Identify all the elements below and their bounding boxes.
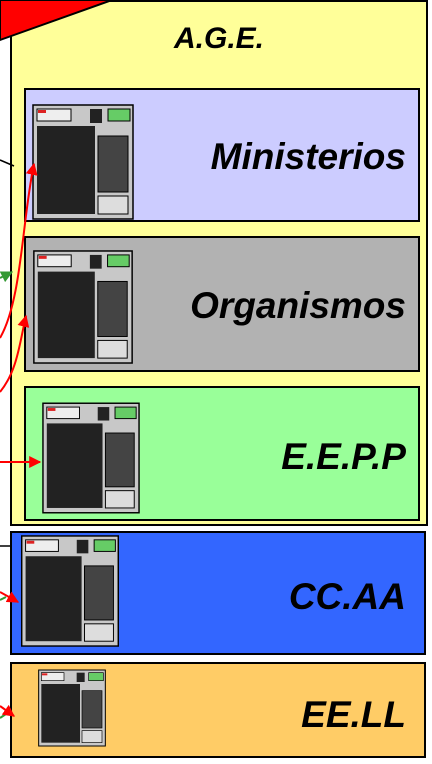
ministerios-label: Ministerios xyxy=(210,136,406,177)
server-icon xyxy=(38,669,106,747)
server-icon xyxy=(33,250,133,364)
banner-corner xyxy=(0,0,113,42)
ccaa-label: CC.AA xyxy=(288,576,406,617)
organismos-label: Organismos xyxy=(190,285,406,326)
server-icon xyxy=(42,402,140,514)
arrow-icon xyxy=(0,314,30,393)
black-connector xyxy=(0,159,15,167)
server-icon xyxy=(32,104,134,220)
green-connector xyxy=(0,596,7,601)
server-icon xyxy=(21,535,119,647)
arrow-icon xyxy=(0,704,15,717)
green-connector xyxy=(0,271,14,283)
green-connector xyxy=(0,713,7,719)
arrow-icon xyxy=(0,162,38,339)
age-title: A.G.E. xyxy=(173,22,264,55)
arrow-icon xyxy=(0,591,20,603)
eell-label: EE.LL xyxy=(301,694,406,735)
eepp-label: E.E.P.P xyxy=(281,436,406,477)
